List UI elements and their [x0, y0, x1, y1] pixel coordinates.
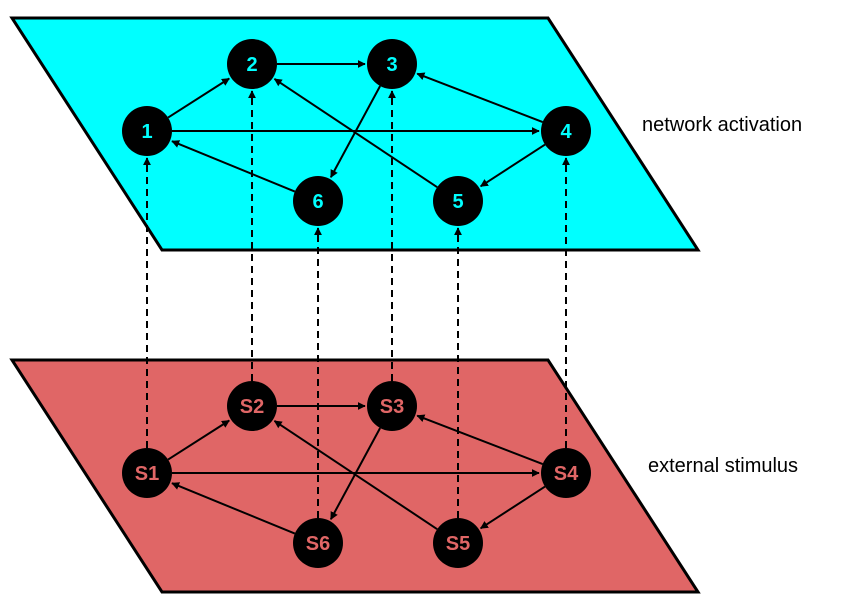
network-node-4: 4 — [541, 106, 591, 156]
stimulus-node-2: S2 — [227, 381, 277, 431]
network-edge-4-to-3 — [416, 72, 544, 123]
stimulus-node-6: S6 — [293, 518, 343, 568]
network-node-circle — [122, 106, 172, 156]
stimulus-edge-5-to-2 — [273, 420, 438, 530]
network-node-1: 1 — [122, 106, 172, 156]
stimulus-node-label: S6 — [306, 533, 330, 555]
network-node-label: 1 — [141, 121, 152, 143]
stimulus-edge-4-to-5 — [479, 485, 546, 530]
external-stimulus-label: external stimulus — [648, 455, 798, 477]
network-node-3: 3 — [367, 39, 417, 89]
stimulus-node-label: S5 — [446, 533, 470, 555]
stimulus-node-circle — [367, 381, 417, 431]
network-node-circle — [433, 176, 483, 226]
network-node-label: 4 — [560, 121, 572, 143]
stimulus-node-label: S1 — [135, 463, 159, 485]
stimulus-node-circle — [227, 381, 277, 431]
stimulus-node-circle — [541, 448, 591, 498]
stimulus-node-4: S4 — [541, 448, 591, 498]
network-node-label: 6 — [312, 191, 323, 213]
stimulus-edge-4-to-3 — [416, 414, 544, 465]
network-activation-edges — [167, 60, 546, 193]
network-edge-5-to-2 — [273, 78, 438, 188]
stimulus-node-3: S3 — [367, 381, 417, 431]
stimulus-node-circle — [433, 518, 483, 568]
vertical-dashed-links — [143, 90, 570, 518]
stimulus-node-label: S4 — [554, 463, 579, 485]
network-node-circle — [367, 39, 417, 89]
network-activation-nodes: 1 2 3 4 5 6 — [122, 39, 591, 226]
stimulus-node-5: S5 — [433, 518, 483, 568]
stimulus-edge-6-to-1 — [171, 482, 296, 535]
stimulus-node-circle — [122, 448, 172, 498]
network-node-label: 3 — [386, 54, 397, 76]
network-activation-label: network activation — [642, 114, 802, 136]
stimulus-node-label: S2 — [240, 396, 264, 418]
network-edge-4-to-5 — [479, 143, 546, 188]
network-edge-1-to-2 — [167, 77, 230, 119]
network-edge-6-to-1 — [171, 140, 296, 193]
network-node-circle — [293, 176, 343, 226]
network-node-circle — [227, 39, 277, 89]
external-stimulus-edges — [167, 402, 546, 535]
network-node-2: 2 — [227, 39, 277, 89]
network-node-circle — [541, 106, 591, 156]
network-node-label: 5 — [452, 191, 463, 213]
stimulus-node-label: S3 — [380, 396, 404, 418]
stimulus-edge-1-to-2 — [167, 419, 230, 461]
network-node-6: 6 — [293, 176, 343, 226]
network-node-label: 2 — [246, 54, 257, 76]
stimulus-node-circle — [293, 518, 343, 568]
stimulus-node-1: S1 — [122, 448, 172, 498]
network-node-5: 5 — [433, 176, 483, 226]
